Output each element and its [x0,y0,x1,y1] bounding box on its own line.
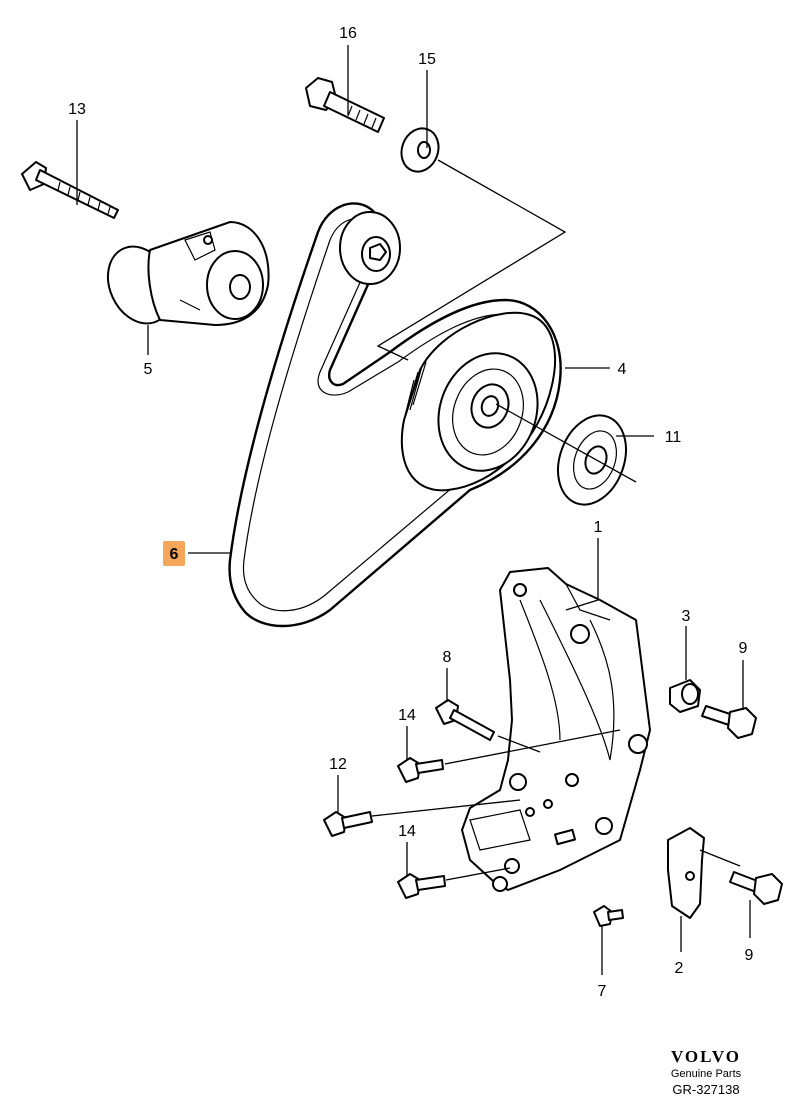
callout-8[interactable]: 8 [443,649,452,666]
idler-pulley[interactable] [339,211,401,285]
bracket-bolt-upper[interactable] [701,705,757,739]
bolt-14-lower[interactable] [397,873,446,899]
callout-2[interactable]: 2 [675,960,684,977]
callout-14-upper[interactable]: 14 [398,707,416,724]
callout-3[interactable]: 3 [682,608,691,625]
idler-washer[interactable] [396,123,445,177]
drive-belt[interactable] [228,202,562,628]
callout-13[interactable]: 13 [68,101,86,118]
mounting-bracket[interactable] [461,567,651,892]
bolt-8[interactable] [435,699,495,741]
tensioner-bolt[interactable] [21,161,119,219]
callout-6[interactable]: 6 [170,546,179,563]
genuine-parts-label: Genuine Parts [671,1068,742,1080]
idler-bolt[interactable] [305,77,385,133]
bolt-14-upper[interactable] [397,757,444,783]
callout-16[interactable]: 16 [339,25,357,42]
callout-5[interactable]: 5 [144,361,153,378]
bolt-7[interactable] [593,905,624,927]
small-bracket[interactable] [667,827,705,919]
callout-6-highlight[interactable]: 6 [163,541,185,566]
callout-15[interactable]: 15 [418,51,436,68]
diagram-reference: GR-327138 [672,1082,739,1097]
bracket-bolt-lower[interactable] [729,871,783,905]
callout-7[interactable]: 7 [598,983,607,1000]
callout-1[interactable]: 1 [594,519,603,536]
volvo-logo: VOLVO [671,1047,741,1066]
callout-9-lower[interactable]: 9 [745,947,754,964]
callout-4[interactable]: 4 [618,361,627,378]
bolt-12[interactable] [323,811,373,837]
callout-9-upper[interactable]: 9 [739,640,748,657]
callout-11[interactable]: 11 [665,429,682,446]
main-pulley[interactable] [400,311,556,492]
spacer[interactable] [669,679,701,713]
callout-14-lower[interactable]: 14 [398,823,416,840]
leader-lines [76,45,751,975]
callout-12[interactable]: 12 [329,756,347,773]
belt-tensioner[interactable] [96,221,270,334]
pulley-hub-washer[interactable] [546,406,638,514]
